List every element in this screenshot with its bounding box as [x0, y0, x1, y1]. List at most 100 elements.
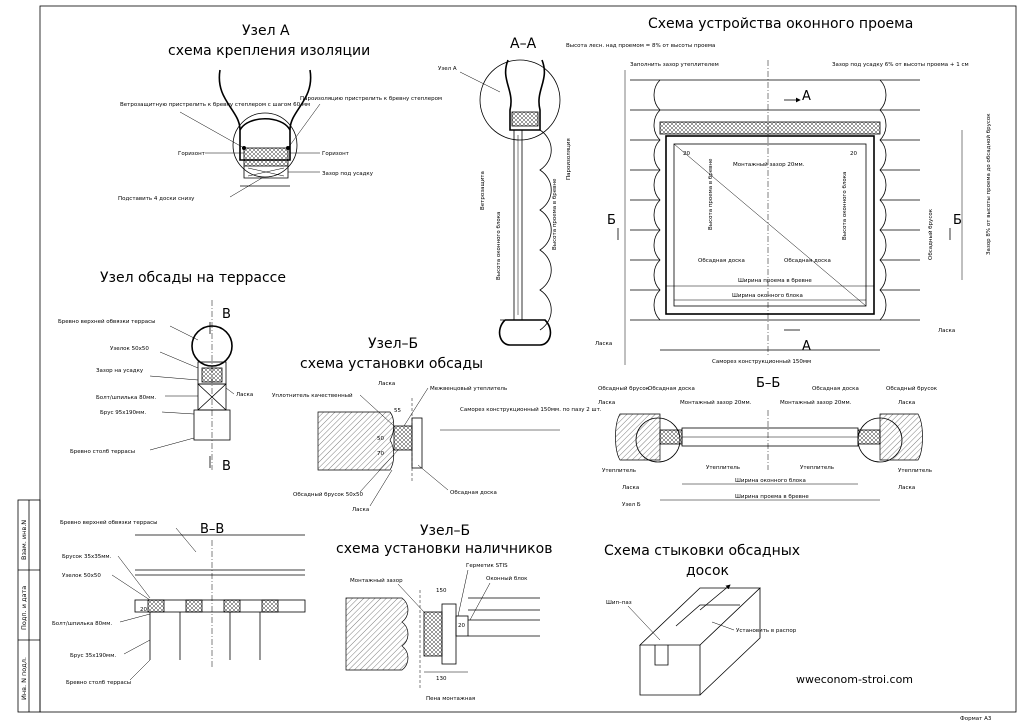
terrace-marker-bottom: В [222, 459, 231, 474]
opening-section-a-bottom: А [802, 339, 811, 354]
uzel-b-nal-title1: Узел–Б [420, 523, 470, 539]
stamp-vzam: Взам. инв.N [20, 520, 28, 560]
section-vv-brusok: Брусок 35х35мм. [62, 554, 112, 560]
section-aa-paro: Пароизоляция [566, 138, 572, 180]
section-vv-bolt: Болт/шпилька 80мм. [52, 621, 112, 627]
section-vv-uzelok: Узелок 50х50 [62, 573, 101, 579]
opening-zapolnit: Заполнить зазор утеплителем [630, 62, 719, 68]
uzel-b-nal-okonny: Оконный блок [486, 575, 528, 582]
uzel-a-gorizont-right: Горизонт [322, 151, 350, 157]
uzel-b-obs-doska: Обсадная доска [450, 490, 497, 496]
section-bb-laska-left: Ласка [598, 400, 615, 406]
uzel-b-nal-dim20: 20 [458, 623, 465, 629]
opening-laska-left: Ласка [595, 341, 612, 347]
uzel-b-obs-samorez: Саморез конструкционный 150мм. по пазу 2… [460, 406, 602, 413]
terrace-uzelok: Узелок 50х50 [110, 346, 149, 352]
uzel-b-obs-dim70: 70 [377, 451, 384, 457]
uzel-b-obs-mezhv: Межвенцовый утеплитель [430, 385, 507, 392]
section-aa: А–А Узел А Ветрозащита Высота оконного б… [438, 36, 572, 346]
uzel-a: Узел А схема крепления изоляции Ветрозащ… [118, 23, 442, 202]
opening-shir-bloka: Ширина оконного блока [732, 293, 803, 299]
terrace-brus: Брус 95х190мм. [100, 410, 146, 416]
stamp-podp: Подп. и дата [20, 586, 28, 630]
section-bb-laska-bl: Ласка [622, 485, 639, 491]
section-bb-uteplitel-r1: Утеплитель [800, 465, 834, 471]
opening-title: Схема устройства оконного проема [648, 16, 913, 32]
terrace-title: Узел обсады на террассе [100, 270, 286, 286]
section-bb-mont-left: Монтажный зазор 20мм. [680, 399, 752, 406]
section-aa-title: А–А [510, 36, 537, 52]
section-vv-title: В–В [200, 522, 224, 537]
uzel-a-podstavka: Подставить 4 доски снизу [118, 196, 195, 202]
opening-dim20-right: 20 [850, 151, 857, 157]
section-bb-doska-left: Обсадная доска [648, 386, 695, 392]
uzel-b-nalichniki: Узел–Б схема установки наличников Монтаж… [336, 523, 552, 702]
section-bb-brusok-left: Обсадный брусок [598, 385, 650, 392]
joint-ustanovit: Установить в распор [736, 628, 797, 634]
opening-section-b-right: Б [953, 213, 962, 228]
opening-top-insulation [659, 121, 881, 135]
uzel-a-vetro: Ветрозащитную пристрелить к бревну степл… [120, 102, 310, 108]
terrace-laska: Ласка [236, 392, 253, 398]
joint-title1: Схема стыковки обсадных [604, 543, 800, 559]
terrace-bolt: Болт/шпилька 80мм. [96, 395, 156, 401]
section-aa-vys-proema: Высота проема в бревне [552, 178, 558, 250]
joint-scheme: Схема стыковки обсадных досок Шип–паз Ус… [604, 543, 800, 696]
section-bb-laska-br: Ласка [898, 485, 915, 491]
section-bb-shir-bloka: Ширина оконного блока [735, 478, 806, 484]
uzel-b-obs-dim50: 50 [377, 436, 384, 442]
section-aa-vetro: Ветрозащита [480, 171, 486, 210]
section-vv-brevno: Бревно верхней обвязки террасы [60, 519, 157, 526]
uzel-b-obs-brusok: Обсадный брусок 50х50 [293, 491, 364, 498]
opening-obsad-brusok: Обсадный брусок [927, 208, 934, 260]
section-vv-brus: Брус 35х190мм. [70, 653, 116, 659]
uzel-b-obs-title2: схема установки обсады [300, 356, 483, 372]
uzel-a-subtitle: схема крепления изоляции [168, 43, 370, 59]
terrace-zazor: Зазор на усадку [96, 368, 144, 374]
uzel-a-paro: Пароизоляцию пристрелить к бревну степле… [300, 96, 442, 102]
opening-mont-zazor: Монтажный зазор 20мм. [733, 161, 805, 168]
uzel-b-obs-dim55: 55 [394, 408, 401, 414]
section-vv-dim20: 20 [140, 607, 147, 613]
section-bb-uteplitel-r2: Утеплитель [898, 468, 932, 474]
section-aa-vys-bloka: Высота оконного блока [496, 212, 502, 280]
section-bb-doska-right: Обсадная доска [812, 386, 859, 392]
opening-laska-right: Ласка [938, 328, 955, 334]
opening-shir-proema: Ширина проема в бревне [738, 278, 812, 284]
uzel-b-nal-mont: Монтажный зазор [350, 577, 403, 584]
uzel-b-nal-dim130: 130 [436, 676, 447, 682]
opening-section-b-left: Б [607, 213, 616, 228]
joint-ship: Шип–паз [606, 600, 632, 606]
opening-zazor-usadka: Зазор под усадку 6% от высоты проема + 1… [832, 62, 969, 68]
sheet-frame: Взам. инв.N Подп. и дата Инв. N подл. Фо… [17, 5, 1017, 722]
terrace-brevno-stolb: Бревно столб террасы [70, 449, 135, 455]
uzel-b-nal-dim150: 150 [436, 588, 447, 594]
site-url: wweconom-stroi.com [796, 673, 913, 686]
opening-vys-proema: Высота проема в бревне [708, 158, 714, 230]
uzel-b-obs-laska-bottom: Ласка [352, 507, 369, 513]
uzel-b-nal-germetik: Герметик STIS [466, 563, 508, 569]
section-vv-stolb: Бревно столб террасы [66, 680, 131, 686]
uzel-a-title: Узел А [242, 23, 290, 39]
section-bb-shir-proema: Ширина проема в бревне [735, 494, 809, 500]
opening-frame [665, 135, 875, 315]
opening-vys-bloka: Высота оконного блока [842, 172, 848, 240]
uzel-a-insulation [243, 147, 289, 167]
section-bb-uzel-b: Узел Б [622, 502, 641, 508]
opening-dim20-left: 20 [683, 151, 690, 157]
uzel-a-gorizont-left: Горизонт [178, 151, 206, 157]
opening-zazor8: Зазор 8% от высоты проема до обсадной бр… [985, 113, 992, 255]
opening-vys-lesn: Высота лесн. над проемом = 8% от высоты … [566, 43, 715, 49]
uzel-b-obsada: Узел–Б схема установки обсады Ласка Упло… [272, 336, 602, 513]
section-bb: Б–Б Обсадный брусок Обсадная доска Обсад… [598, 376, 938, 508]
section-bb-title: Б–Б [756, 376, 780, 391]
section-bb-uteplitel-l1: Утеплитель [602, 468, 636, 474]
terrace-marker-top: В [222, 307, 231, 322]
section-bb-brusok-right: Обсадный брусок [886, 385, 938, 392]
uzel-b-obs-laska: Ласка [378, 381, 395, 387]
section-vv: В–В Бревно верхней обвязки террасы Брусо… [52, 519, 306, 686]
opening-obsad-doska-right: Обсадная доска [784, 258, 831, 264]
sheet-format: Формат А3 [960, 716, 992, 722]
terrace-node: Узел обсады на террассе В Бревно верхней… [58, 270, 286, 474]
